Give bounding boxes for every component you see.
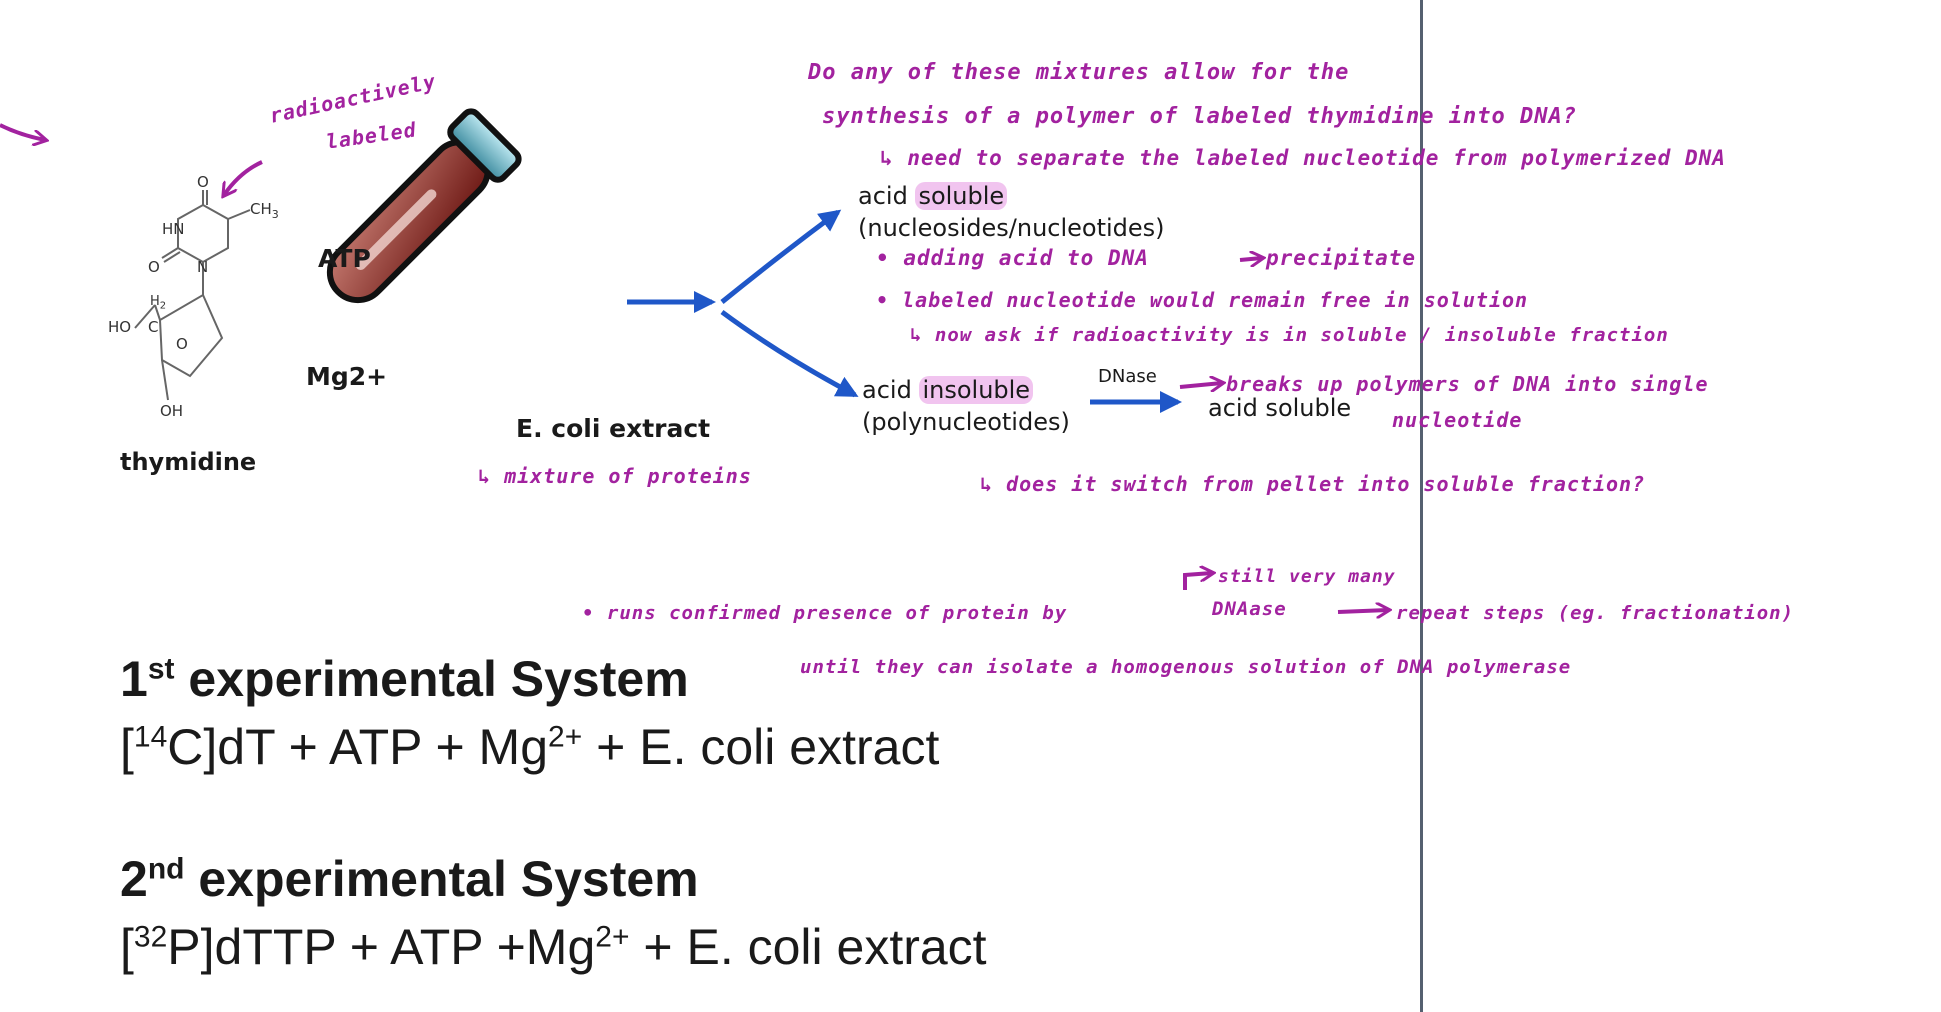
note-acid-1: • adding acid to DNA bbox=[876, 246, 1149, 270]
branch-to-soluble-arrow bbox=[720, 209, 842, 304]
atom-c: C bbox=[148, 318, 159, 336]
system1-title: 1st experimental System bbox=[120, 651, 689, 707]
atom-hn: HN bbox=[162, 220, 185, 238]
highlight-insoluble: insoluble bbox=[919, 376, 1034, 404]
atp-label: ATP bbox=[318, 244, 371, 273]
system2-title: 2nd experimental System bbox=[120, 851, 699, 907]
left-ink-arrow bbox=[0, 123, 45, 140]
thymidine-label: thymidine bbox=[120, 448, 257, 476]
note-runs-2: until they can isolate a homogenous solu… bbox=[800, 656, 1572, 678]
atom-ho: HO bbox=[108, 318, 132, 336]
vertical-divider bbox=[1420, 0, 1423, 1012]
note-acid-2: • labeled nucleotide would remain free i… bbox=[876, 288, 1529, 312]
system1-equation: [14C]dT + ATP + Mg2+ + E. coli extract bbox=[120, 719, 940, 775]
mg-label: Mg2+ bbox=[306, 362, 388, 391]
atom-o-left: O bbox=[148, 258, 160, 276]
note-dnase-1: breaks up polymers of DNA into single bbox=[1226, 372, 1709, 396]
acid-soluble-block: acid soluble (nucleosides/nucleotides) bbox=[858, 182, 1165, 242]
highlight-soluble: soluble bbox=[915, 182, 1008, 210]
radio-label-arrow bbox=[224, 160, 263, 195]
atom-oh: OH bbox=[160, 402, 184, 420]
thymidine-structure bbox=[134, 190, 251, 401]
note-still-many: still very many bbox=[1218, 566, 1396, 587]
note-mixture: ↳ mixture of proteins bbox=[478, 464, 752, 488]
note-acid-1b: precipitate bbox=[1266, 246, 1417, 270]
note-question-1: Do any of these mixtures allow for the bbox=[808, 60, 1350, 85]
dnase-label: DNase bbox=[1098, 366, 1157, 387]
dnase-result: acid soluble bbox=[1208, 394, 1352, 422]
acid-insoluble-block: acid insoluble (polynucleotides) bbox=[862, 376, 1070, 436]
note-question-2: synthesis of a polymer of labeled thymid… bbox=[822, 104, 1577, 129]
note-runs-1b: repeat steps (eg. fractionation) bbox=[1396, 602, 1795, 624]
atom-n: N bbox=[197, 258, 209, 276]
note-acid-3: ↳ now ask if radioactivity is in soluble… bbox=[910, 324, 1669, 346]
note-runs-1: • runs confirmed presence of protein by bbox=[582, 602, 1068, 624]
atom-h2: H2 bbox=[150, 294, 167, 312]
note-switch: ↳ does it switch from pellet into solubl… bbox=[980, 472, 1646, 496]
atom-o: O bbox=[197, 173, 209, 191]
atom-o-ring: O bbox=[176, 335, 188, 353]
tube-label: E. coli extract bbox=[516, 414, 711, 443]
note-question-3: ↳ need to separate the labeled nucleotid… bbox=[880, 146, 1726, 170]
system2-equation: [32P]dTTP + ATP +Mg2+ + E. coli extract bbox=[120, 919, 987, 975]
branch-to-insoluble-arrow bbox=[720, 309, 859, 398]
note-dnase-2: nucleotide bbox=[1392, 408, 1523, 432]
atom-ch3: CH3 bbox=[250, 200, 279, 221]
test-tube-icon bbox=[326, 108, 522, 304]
note-runs-dnaase: DNAase bbox=[1212, 598, 1287, 620]
